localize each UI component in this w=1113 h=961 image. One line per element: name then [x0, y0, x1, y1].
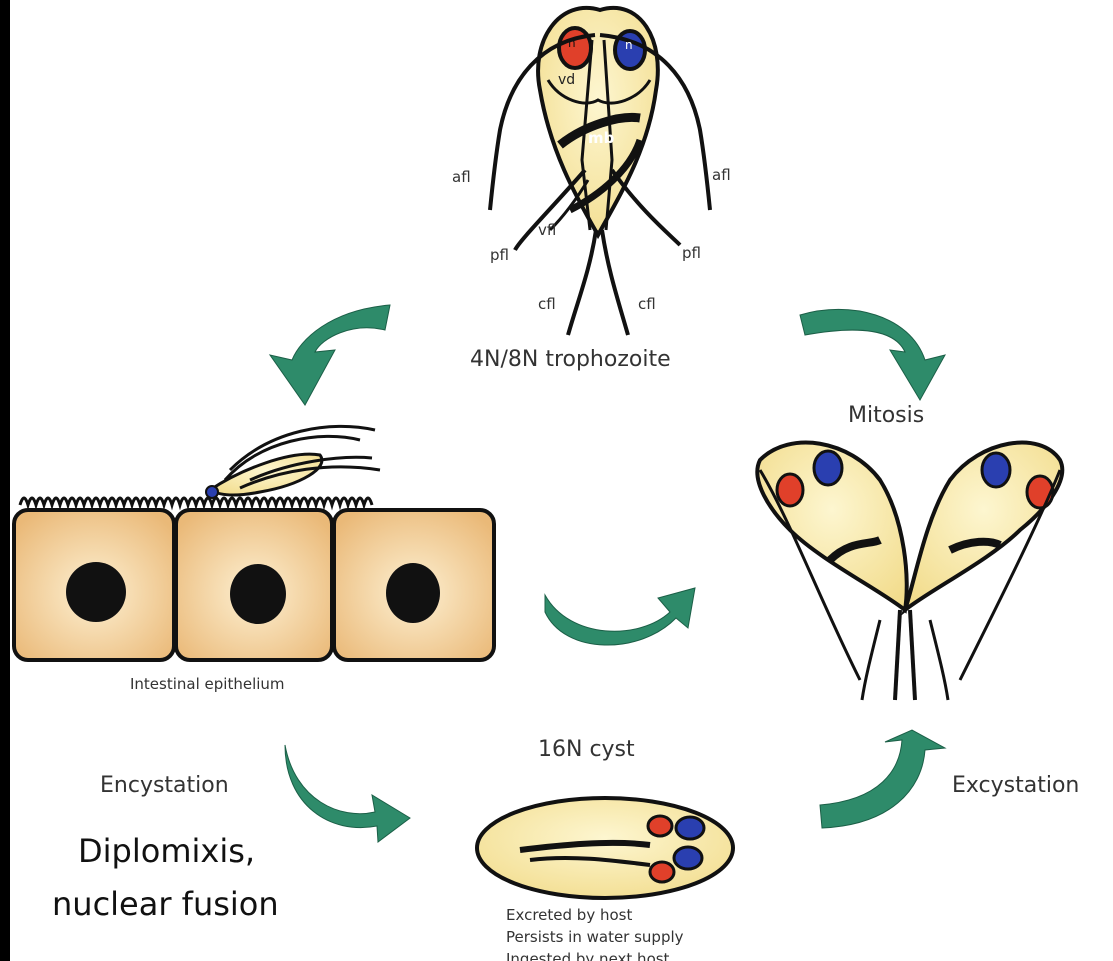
label-cyst: 16N cyst — [538, 737, 635, 762]
arrow-trophozoite-to-epithelium — [270, 305, 390, 405]
label-nucleus-right: n — [625, 38, 633, 52]
label-encystation: Encystation — [100, 773, 229, 798]
label-median-body: mb — [588, 129, 614, 147]
arrow-mitosis-to-trophozoite — [800, 309, 945, 400]
label-intestinal-epithelium: Intestinal epithelium — [130, 675, 285, 693]
cyst-note-excreted: Excreted by host — [506, 904, 684, 926]
cyst-notes: Excreted by host Persists in water suppl… — [506, 904, 684, 961]
label-pfl-left: pfl — [490, 246, 509, 264]
label-excystation: Excystation — [952, 773, 1079, 798]
label-pfl-right: pfl — [682, 244, 701, 262]
label-nucleus-left: n — [568, 36, 576, 50]
cyst-note-persists: Persists in water supply — [506, 926, 684, 948]
label-afl-left: afl — [452, 168, 471, 186]
cyst-illustration — [477, 798, 733, 898]
label-vfl: vfl — [538, 221, 556, 239]
arrow-cyst-to-excystation — [820, 730, 945, 828]
label-cfl-left: cfl — [538, 295, 556, 313]
cyst-note-ingested: Ingested by next host — [506, 948, 684, 961]
label-trophozoite: 4N/8N trophozoite — [470, 347, 671, 372]
mitosis-illustration — [757, 443, 1062, 700]
label-cfl-right: cfl — [638, 295, 656, 313]
label-diplomixis-line2: nuclear fusion — [52, 885, 279, 923]
label-diplomixis-line1: Diplomixis, — [78, 832, 255, 870]
arrow-epithelium-to-mitosis — [545, 588, 695, 645]
label-mitosis: Mitosis — [848, 403, 924, 428]
label-afl-right: afl — [712, 166, 731, 184]
epithelium-illustration — [14, 426, 494, 660]
label-ventral-disc: vd — [558, 72, 575, 88]
trophozoite-illustration — [490, 8, 710, 335]
arrow-epithelium-to-cyst — [285, 745, 410, 842]
